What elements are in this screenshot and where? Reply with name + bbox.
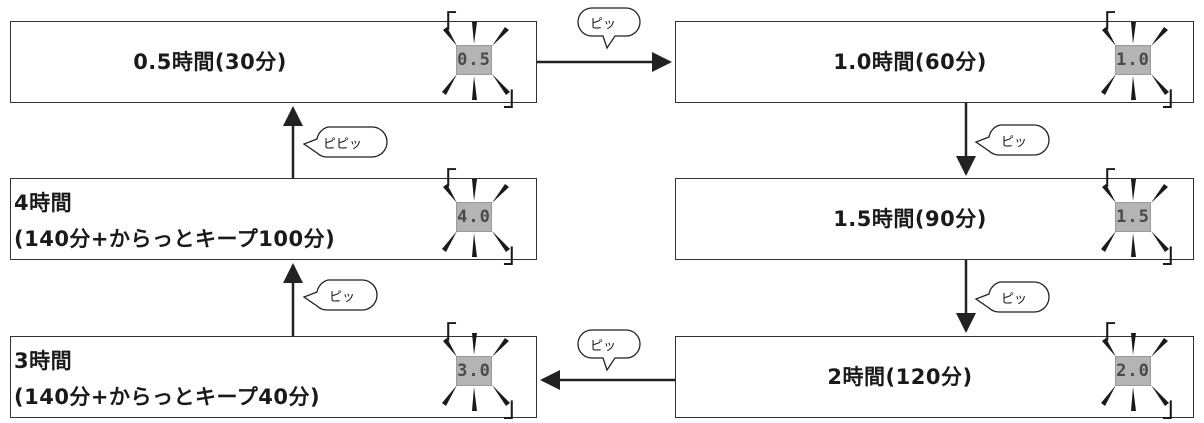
bracket-close: 」 <box>1161 236 1190 269</box>
step-label-1-5h: 1.5時間(90分) <box>833 207 987 231</box>
lcd-display: 3.0 <box>456 356 492 386</box>
lcd-display: 2.0 <box>1115 356 1151 386</box>
bracket-open: 「 <box>429 320 458 353</box>
bracket-open: 「 <box>429 166 458 199</box>
step-label-1-0h: 1.0時間(60分) <box>833 50 987 74</box>
step-box-3h <box>10 336 537 418</box>
step-label-4h: 4時間 (140分+からっとキープ100分) <box>14 191 336 251</box>
bracket-close: 」 <box>1161 79 1190 112</box>
lcd-display: 1.0 <box>1115 45 1151 75</box>
beep-bubble-left-upper <box>302 126 388 158</box>
display-0-5h: 「 0.5 」 <box>429 12 531 110</box>
display-3h: 「 3.0 」 <box>429 323 531 421</box>
bracket-close: 」 <box>502 390 531 423</box>
lcd-display: 1.5 <box>1115 202 1151 232</box>
bracket-close: 」 <box>502 79 531 112</box>
display-2h: 「 2.0 」 <box>1088 323 1190 421</box>
beep-text-top: ピッ <box>590 17 617 32</box>
beep-text-left-lower: ピッ <box>329 290 356 305</box>
bracket-open: 「 <box>1088 166 1117 199</box>
display-4h: 「 4.0 」 <box>429 169 531 267</box>
beep-bubble-bottom <box>577 329 641 372</box>
lcd-display: 4.0 <box>456 202 492 232</box>
bracket-close: 」 <box>502 236 531 269</box>
lcd-display: 0.5 <box>456 45 492 75</box>
bracket-close: 」 <box>1161 390 1190 423</box>
bracket-open: 「 <box>429 9 458 42</box>
beep-bubble-left-lower <box>302 279 378 311</box>
beep-text-right-upper: ピッ <box>1001 135 1028 150</box>
beep-text-right-lower: ピッ <box>1001 292 1028 307</box>
bracket-open: 「 <box>1088 320 1117 353</box>
step-label-2h: 2時間(120分) <box>827 365 973 389</box>
beep-text-left-upper: ピピッ <box>323 137 363 152</box>
beep-bubble-right-lower <box>974 281 1050 313</box>
step-label-3h: 3時間 (140分+からっとキープ40分) <box>14 349 321 409</box>
beep-text-bottom: ピッ <box>590 339 617 354</box>
beep-bubble-top <box>577 7 641 50</box>
bracket-open: 「 <box>1088 9 1117 42</box>
step-label-0-5h: 0.5時間(30分) <box>133 50 287 74</box>
display-1-0h: 「 1.0 」 <box>1088 12 1190 110</box>
step-box-2h <box>675 336 1194 418</box>
display-1-5h: 「 1.5 」 <box>1088 169 1190 267</box>
beep-bubble-right-upper <box>974 124 1050 156</box>
